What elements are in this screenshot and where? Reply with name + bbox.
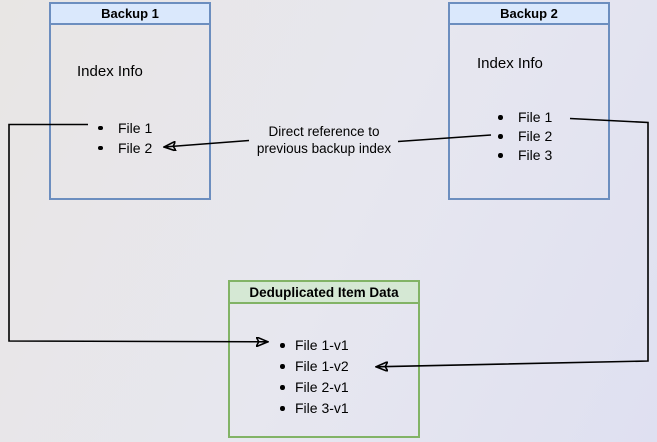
- dedup-file-item: File 1-v1: [278, 335, 349, 356]
- backup2-file-list: File 1 File 2 File 3: [496, 108, 552, 165]
- dedup-title: Deduplicated Item Data: [230, 282, 418, 304]
- dedup-node: Deduplicated Item Data File 1-v1 File 1-…: [228, 280, 420, 438]
- backup2-node: Backup 2 Index Info File 1 File 2 File 3: [448, 2, 610, 200]
- backup2-file-item: File 2: [496, 127, 552, 146]
- backup1-title: Backup 1: [51, 4, 209, 25]
- dedup-file-list: File 1-v1 File 1-v2 File 2-v1 File 3-v1: [278, 335, 349, 419]
- backup2-file-item: File 3: [496, 146, 552, 165]
- backup1-node: Backup 1 Index Info File 1 File 2: [49, 2, 211, 200]
- annotation-direct-reference-label: Direct reference to previous backup inde…: [256, 124, 392, 156]
- backup2-index-info-label: Index Info: [477, 55, 543, 72]
- dedup-file-item: File 3-v1: [278, 398, 349, 419]
- backup1-file-item: File 2: [96, 138, 152, 158]
- backup2-title: Backup 2: [450, 4, 608, 25]
- backup1-file-list: File 1 File 2: [96, 118, 152, 158]
- backup2-file-item: File 1: [496, 108, 552, 127]
- dedup-file-item: File 2-v1: [278, 377, 349, 398]
- backup1-file-item: File 1: [96, 118, 152, 138]
- backup1-index-info-label: Index Info: [77, 63, 143, 80]
- dedup-file-item: File 1-v2: [278, 356, 349, 377]
